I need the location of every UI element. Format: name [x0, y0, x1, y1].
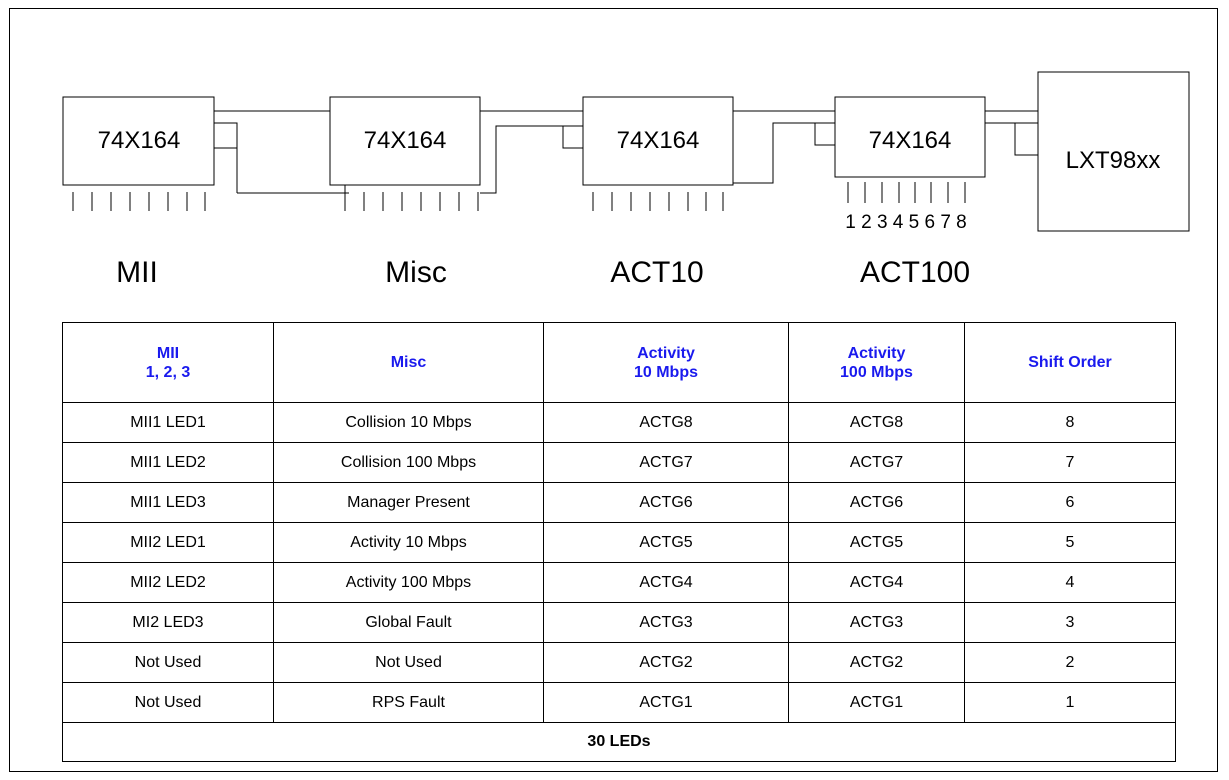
table-cell: ACTG1 — [543, 682, 789, 723]
table-cell: Global Fault — [273, 602, 544, 643]
table-cell: Not Used — [273, 642, 544, 683]
table-cell: MII2 LED2 — [62, 562, 274, 603]
table-cell: ACTG4 — [543, 562, 789, 603]
table-cell: Activity 10 Mbps — [273, 522, 544, 563]
table-cell: 4 — [964, 562, 1176, 603]
table-cell: ACTG2 — [543, 642, 789, 683]
table-cell: 2 — [964, 642, 1176, 683]
table-cell: Manager Present — [273, 482, 544, 523]
chip-box-4 — [834, 96, 986, 178]
table-cell: MII1 LED3 — [62, 482, 274, 523]
chip-label-1: 74X164 — [98, 127, 181, 154]
table-cell: Activity 100 Mbps — [273, 562, 544, 603]
header-misc: Misc — [273, 322, 544, 403]
table-cell: 5 — [964, 522, 1176, 563]
table-cell: 1 — [964, 682, 1176, 723]
table-cell: ACTG7 — [788, 442, 965, 483]
group-label-misc: Misc — [385, 256, 447, 289]
interconnect-wires — [214, 110, 1038, 194]
chip-1-pins — [72, 192, 206, 211]
header-shift-order: Shift Order — [964, 322, 1176, 403]
table-cell: ACTG5 — [543, 522, 789, 563]
table-cell: ACTG3 — [543, 602, 789, 643]
table-cell: MII1 LED1 — [62, 402, 274, 443]
table-cell: ACTG5 — [788, 522, 965, 563]
table-cell: 6 — [964, 482, 1176, 523]
led-count: 30 LEDs — [62, 722, 1176, 762]
table-cell: MII2 LED1 — [62, 522, 274, 563]
group-label-mii: MII — [116, 256, 158, 289]
table-cell: ACTG4 — [788, 562, 965, 603]
group-label-act100: ACT100 — [860, 256, 970, 289]
pin-numbers: 1 2 3 4 5 6 7 8 — [845, 212, 967, 233]
chip-2-pins — [344, 185, 479, 211]
table-footer-row: 30 LEDs — [62, 722, 1176, 762]
controller-label: LXT98xx — [1066, 147, 1161, 174]
group-label-act10: ACT10 — [610, 256, 703, 289]
chip-label-2: 74X164 — [364, 127, 447, 154]
table-cell: RPS Fault — [273, 682, 544, 723]
chip-box-2 — [329, 96, 481, 186]
table-cell: Not Used — [62, 682, 274, 723]
table-cell: Collision 10 Mbps — [273, 402, 544, 443]
table-cell: ACTG2 — [788, 642, 965, 683]
table-cell: ACTG8 — [788, 402, 965, 443]
controller-box — [1037, 71, 1190, 232]
table-cell: ACTG6 — [788, 482, 965, 523]
table-cell: ACTG6 — [543, 482, 789, 523]
chip-4-pins — [847, 182, 966, 203]
table-cell: MI2 LED3 — [62, 602, 274, 643]
table-cell: ACTG1 — [788, 682, 965, 723]
chip-box-3 — [582, 96, 734, 186]
chip-label-3: 74X164 — [617, 127, 700, 154]
figure-frame — [9, 8, 1218, 772]
table-cell: 7 — [964, 442, 1176, 483]
table-cell: MII1 LED2 — [62, 442, 274, 483]
table-cell: Not Used — [62, 642, 274, 683]
table-cell: 8 — [964, 402, 1176, 443]
table-cell: ACTG3 — [788, 602, 965, 643]
chip-box-1 — [62, 96, 215, 186]
shift-register-diagram: 74X164 74X164 74X164 74X164 LXT98xx 1 2 … — [62, 71, 1190, 289]
chip-3-pins — [592, 192, 724, 211]
chip-label-4: 74X164 — [869, 127, 952, 154]
table-cell: 3 — [964, 602, 1176, 643]
table-cell: Collision 100 Mbps — [273, 442, 544, 483]
table-cell: ACTG8 — [543, 402, 789, 443]
table-cell: ACTG7 — [543, 442, 789, 483]
